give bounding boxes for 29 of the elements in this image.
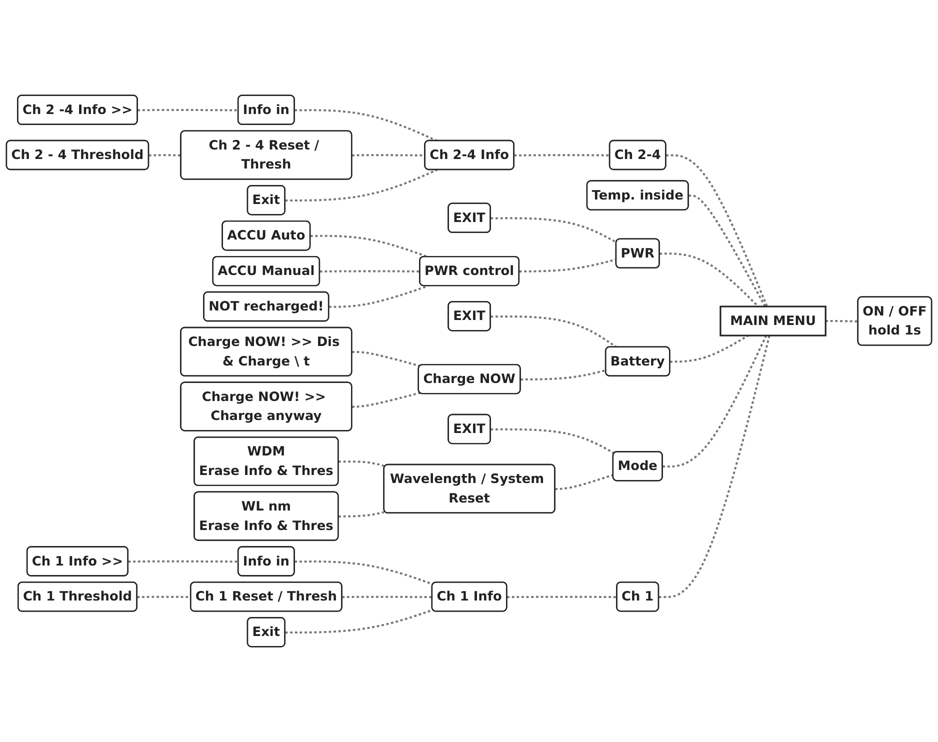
connector — [148, 154, 182, 156]
connector — [490, 316, 618, 348]
connector — [285, 168, 438, 202]
connector — [328, 285, 428, 308]
connector — [670, 334, 749, 363]
connector — [507, 596, 618, 598]
connector — [338, 510, 386, 518]
node-box: MAIN MENU — [720, 306, 826, 336]
connector — [555, 474, 614, 490]
connector — [688, 194, 766, 307]
connector — [490, 217, 617, 244]
connector — [138, 108, 238, 112]
connector — [520, 369, 606, 380]
connector — [352, 392, 420, 408]
connector — [285, 608, 434, 634]
connector — [514, 154, 610, 156]
connector — [128, 560, 238, 563]
connector — [660, 252, 760, 308]
connector — [662, 335, 768, 468]
connector — [826, 320, 858, 322]
connector — [352, 350, 420, 368]
connector — [342, 596, 432, 598]
connector — [137, 596, 191, 598]
connector — [338, 460, 386, 468]
connector — [310, 234, 428, 258]
connector — [658, 335, 770, 598]
connector — [320, 270, 420, 272]
connector — [490, 428, 615, 454]
connector — [666, 154, 768, 307]
